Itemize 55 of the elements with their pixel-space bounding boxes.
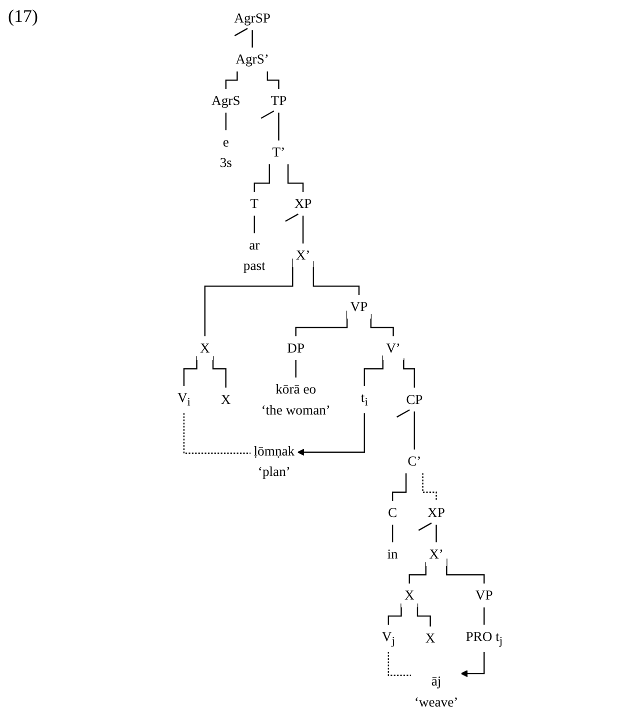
node-text: kōrā eo ‘the woman’ <box>261 382 330 418</box>
connector <box>278 112 280 142</box>
node-text: C’ <box>408 454 422 469</box>
node-text: āj ‘weave’ <box>414 674 458 710</box>
node-text: XP <box>294 196 312 212</box>
connector <box>183 413 251 454</box>
connector <box>254 216 255 234</box>
connector <box>266 71 280 90</box>
node-text: CP <box>406 392 423 408</box>
node-text: T <box>250 196 259 212</box>
connector <box>484 607 485 626</box>
connector <box>225 71 238 90</box>
tree-branch <box>285 214 299 222</box>
node-text: ḷōmṇak ‘plan’ <box>254 443 295 479</box>
tree-branch <box>260 110 274 119</box>
connector <box>225 112 226 131</box>
node-text: AgrS <box>212 92 240 108</box>
node-text: XP <box>428 505 445 520</box>
connector <box>414 411 416 450</box>
connector <box>392 473 407 502</box>
node-text: DP <box>287 340 305 356</box>
node-text: PRO t$_{j}$ <box>466 628 503 648</box>
connector <box>252 30 253 48</box>
connector <box>422 473 437 502</box>
connector <box>287 164 304 193</box>
connector <box>302 216 304 244</box>
connector <box>436 524 437 543</box>
example-number: (17) <box>8 6 38 27</box>
node-text: AgrS’ <box>236 52 269 67</box>
tree-branch <box>418 522 432 531</box>
connector <box>403 358 416 388</box>
node-text: VP <box>475 588 493 603</box>
node-text: T’ <box>272 144 286 160</box>
node-text: TP <box>270 92 287 108</box>
node-text: X <box>220 392 231 408</box>
connector <box>416 603 431 628</box>
connector <box>295 310 348 337</box>
arrow <box>297 413 366 456</box>
connector <box>388 652 412 676</box>
node-text: AgrSP <box>234 10 270 26</box>
node-text: C <box>388 505 398 520</box>
connector <box>392 524 394 543</box>
connector <box>295 360 296 378</box>
node-text: t$_{i}$ <box>360 390 368 409</box>
node-text: X <box>425 630 436 646</box>
node-text: e 3s <box>220 134 232 170</box>
connector <box>254 164 270 193</box>
node-text: ar past <box>243 237 266 273</box>
tree-branch <box>234 28 248 36</box>
tree-branch <box>396 409 410 418</box>
arrow <box>460 652 485 678</box>
node-text: in <box>387 546 398 562</box>
node-text: V$_{j}$ <box>382 628 395 648</box>
connector <box>312 261 360 296</box>
node-text: V$_{i}$ <box>177 390 190 409</box>
